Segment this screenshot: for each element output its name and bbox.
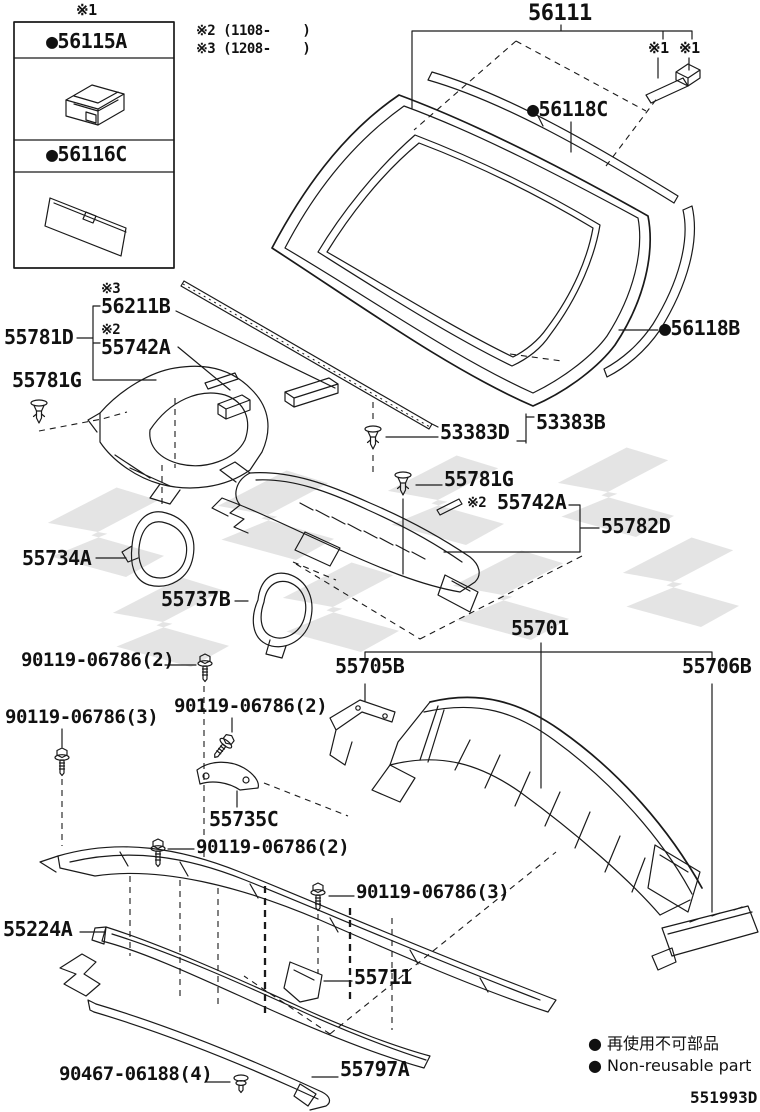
ref-x1-b: ※1 — [679, 39, 700, 57]
leader-lines-top — [411, 24, 693, 331]
cowl-assembly-drawing — [329, 696, 759, 971]
ref-x2-b: ※2 — [467, 495, 487, 511]
sheet-code: 551993D — [690, 1088, 758, 1107]
bolt-90119-3-b: 90119-06786(3) — [356, 881, 510, 903]
ref-note-1: ※1 — [76, 1, 97, 19]
part-55735C: 55735C — [209, 807, 279, 831]
part-56118C: ●56118C — [527, 97, 608, 121]
part-56211B: 56211B — [101, 294, 171, 318]
lower-panels-drawing — [39, 846, 557, 1111]
part-55782D: 55782D — [601, 514, 671, 538]
part-55781D: 55781D — [4, 325, 74, 349]
legend-non-reusable-jp: ● 再使用不可部品 — [588, 1034, 720, 1053]
legend-non-reusable-en: ● Non-reusable part — [588, 1056, 752, 1075]
part-55706B: 55706B — [682, 654, 752, 678]
part-56115A: ●56115A — [46, 29, 127, 53]
note-1208: ※3 (1208- ) — [196, 41, 311, 57]
note-1108: ※2 (1108- ) — [196, 23, 311, 39]
bolt-90119-2-a: 90119-06786(2) — [21, 649, 175, 671]
part-55742A-2: 55742A — [497, 490, 567, 514]
part-56111: 56111 — [528, 1, 592, 26]
part-55711: 55711 — [354, 965, 412, 989]
bracket-56211B — [76, 305, 336, 391]
cowl-side-panel-drawing — [87, 365, 339, 505]
part-55705B: 55705B — [335, 654, 405, 678]
cover-55737B-drawing — [234, 572, 313, 659]
bottom-leaders — [79, 931, 353, 1094]
bolt-90119-2-b: 90119-06786(2) — [174, 695, 328, 717]
part-53383D: 53383D — [440, 420, 510, 444]
ref-x1-a: ※1 — [648, 39, 669, 57]
bracket-55701 — [364, 642, 713, 913]
cover-55734A-drawing — [95, 511, 195, 587]
bolt-90119-2-c: 90119-06786(2) — [196, 836, 350, 858]
cowl-louver-drawing — [161, 461, 583, 640]
leader-53383 — [385, 413, 535, 444]
windshield-drawing — [271, 40, 701, 407]
pin-fastener-icon — [30, 399, 48, 424]
pin-guide-dash — [38, 411, 128, 432]
part-56118B: ●56118B — [659, 316, 740, 340]
part-55224A: 55224A — [3, 917, 73, 941]
ref-x2-a: ※2 — [101, 322, 121, 338]
part-55781G-2: 55781G — [444, 467, 514, 491]
weatherstrip-drawing — [180, 280, 439, 472]
part-55734A: 55734A — [22, 546, 92, 570]
weatherstrip-clip-icon — [364, 425, 382, 450]
part-55797A: 55797A — [340, 1057, 410, 1081]
clip-90467: 90467-06188(4) — [59, 1063, 213, 1085]
bolt-leaders — [54, 653, 355, 974]
part-53383B: 53383B — [536, 410, 606, 434]
part-55742A-1: 55742A — [101, 335, 171, 359]
part-55781G-1: 55781G — [12, 368, 82, 392]
bolt-90119-3-a: 90119-06786(3) — [5, 706, 159, 728]
part-55701: 55701 — [511, 616, 569, 640]
part-56116C: ●56116C — [46, 142, 127, 166]
inset-box — [13, 21, 175, 269]
part-55737B: 55737B — [161, 587, 231, 611]
leader-55782D — [402, 484, 600, 575]
ref-x3-a: ※3 — [101, 281, 121, 297]
